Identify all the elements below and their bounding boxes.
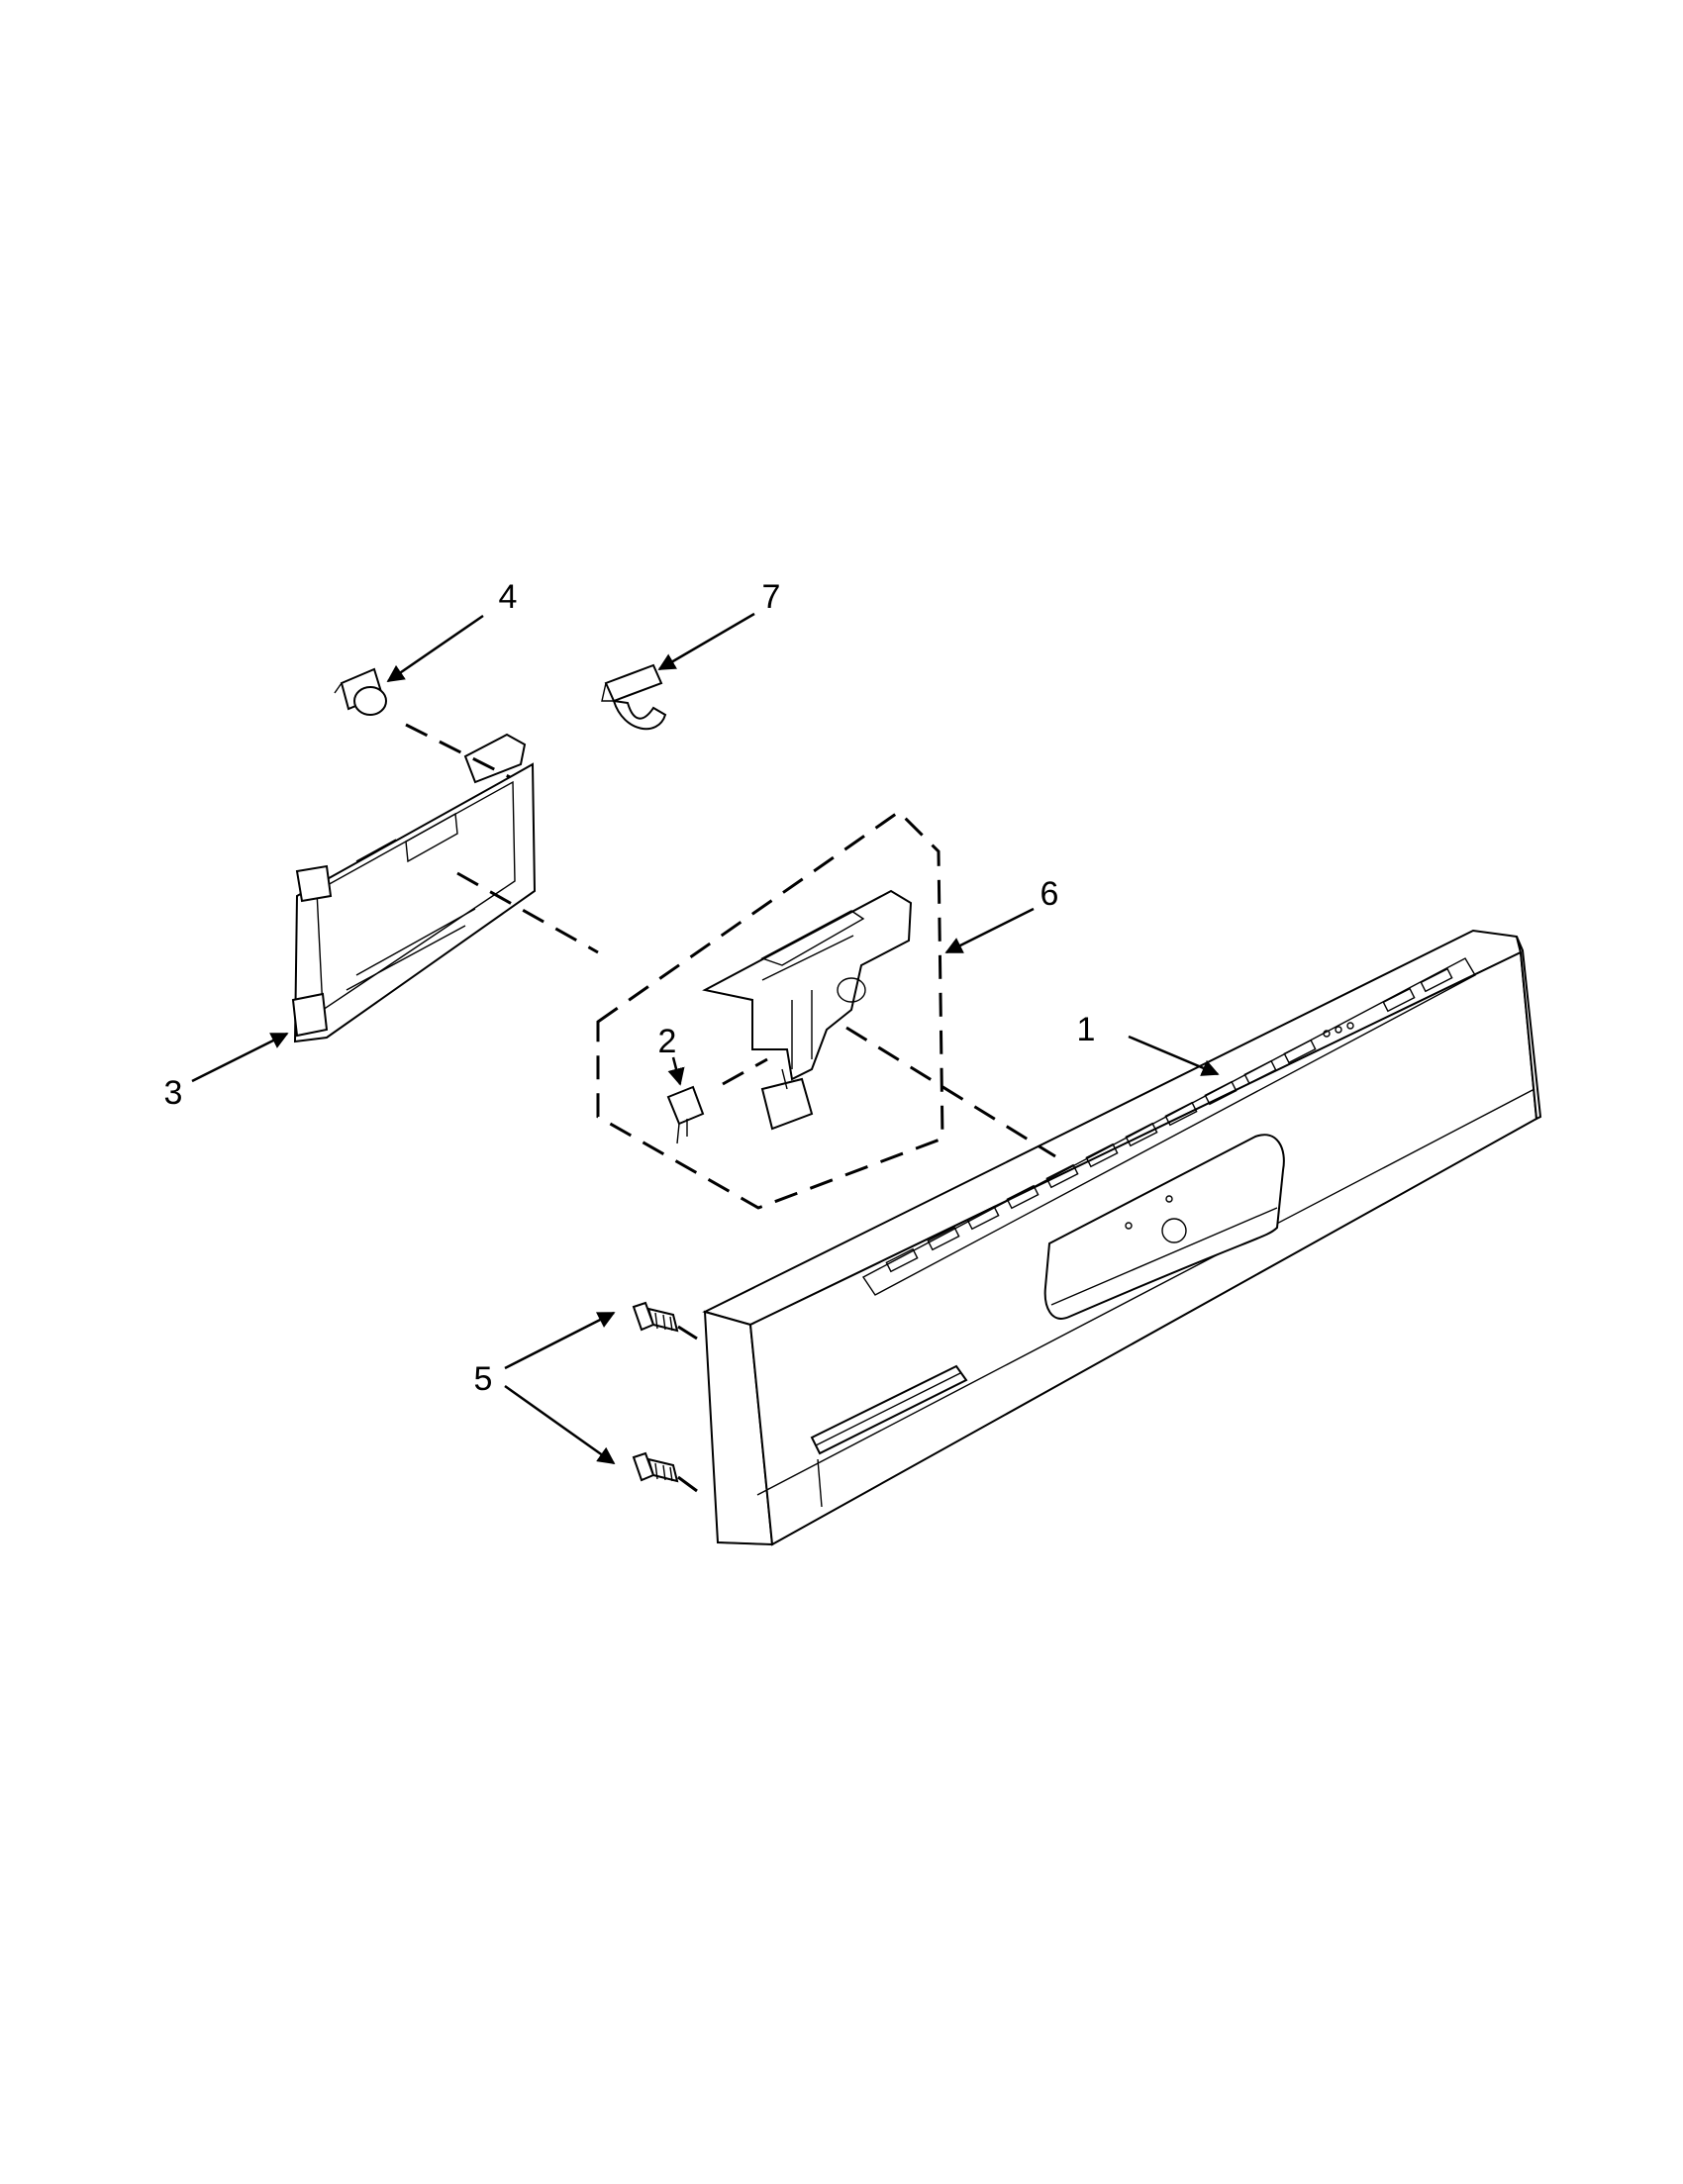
callout-2: 2 — [657, 1023, 677, 1060]
thermal-fuse-part — [334, 667, 387, 716]
screw-lower — [632, 1451, 679, 1483]
callout-6: 6 — [1040, 875, 1059, 913]
bracket-assembly-part — [596, 810, 944, 1210]
control-panel-part — [702, 929, 1542, 1546]
callout-7: 7 — [761, 578, 781, 616]
explosion-lines — [405, 723, 1056, 1493]
callout-5: 5 — [473, 1360, 493, 1398]
leader-lines — [191, 612, 1220, 1465]
callout-4: 4 — [498, 578, 518, 616]
screw-upper — [632, 1301, 679, 1333]
callout-1: 1 — [1076, 1011, 1096, 1048]
control-board-part — [291, 733, 537, 1043]
clip-part — [601, 663, 667, 731]
callout-3: 3 — [163, 1074, 183, 1112]
